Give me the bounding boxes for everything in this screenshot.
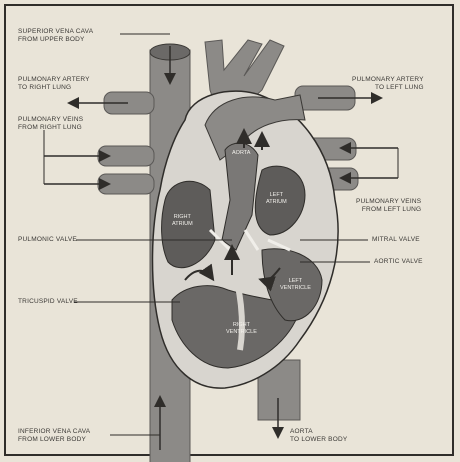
- label-mitral-valve: MITRAL VALVE: [372, 236, 420, 244]
- label-aortic-valve: AORTIC VALVE: [374, 258, 423, 266]
- label-tricuspid-valve: TRICUSPID VALVE: [18, 298, 78, 306]
- label-pulmonic-valve: PULMONIC VALVE: [18, 236, 77, 244]
- chamber-aorta: AORTA: [232, 150, 250, 157]
